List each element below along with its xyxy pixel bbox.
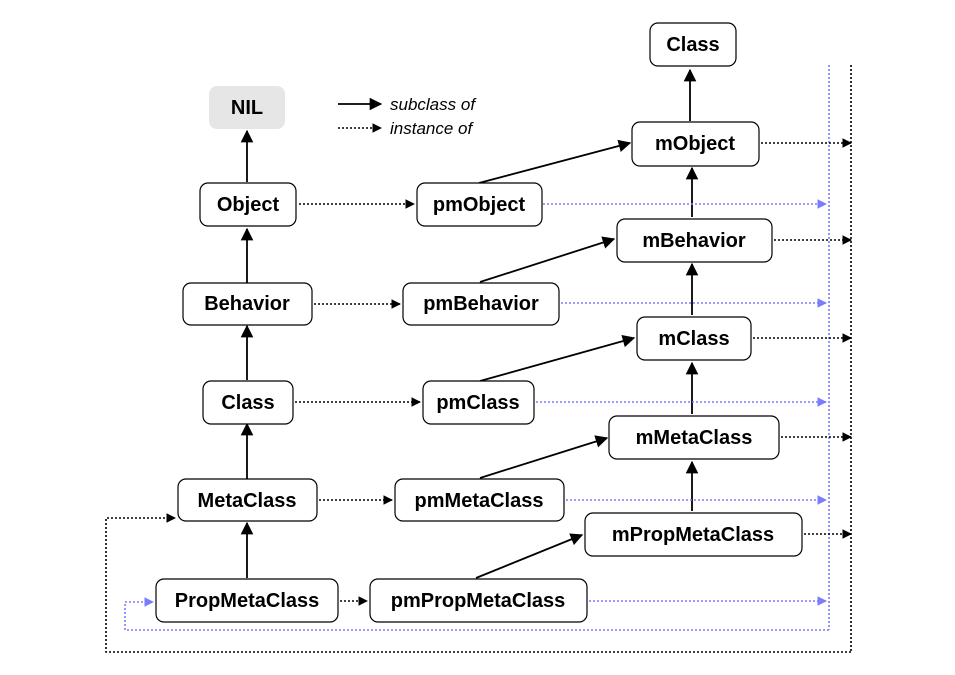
node-behavior: Behavior: [182, 282, 313, 326]
node-pmbehavior-label: pmBehavior: [423, 293, 539, 315]
node-pmbehavior: pmBehavior: [402, 282, 560, 326]
node-mmetaclass: mMetaClass: [608, 415, 780, 460]
node-object-label: Object: [217, 194, 280, 216]
node-class: Class: [202, 380, 294, 425]
node-mclass-label: mClass: [658, 328, 729, 350]
node-nil: NIL: [209, 86, 285, 129]
node-propmetaclass: PropMetaClass: [155, 578, 339, 623]
pmclass-subclass-mclass-arrow: [479, 334, 636, 382]
node-pmpropmetaclass-label: pmPropMetaClass: [391, 590, 566, 612]
node-pmclass: pmClass: [422, 380, 535, 425]
node-mbehavior: mBehavior: [616, 218, 773, 263]
node-metaclass-label: MetaClass: [198, 490, 297, 512]
node-propmetaclass-label: PropMetaClass: [175, 590, 320, 612]
pmmetaclass-subclass-mmetaclass-arrow: [479, 435, 609, 479]
node-pmclass-label: pmClass: [436, 392, 519, 414]
node-pmpropmetaclass: pmPropMetaClass: [369, 578, 588, 623]
node-pmobject: pmObject: [416, 182, 543, 227]
node-mmetaclass-label: mMetaClass: [636, 427, 753, 449]
node-mobject: mObject: [631, 121, 760, 167]
node-object: Object: [199, 182, 297, 227]
node-pmmetaclass: pmMetaClass: [394, 478, 565, 522]
legend-subclass-label: subclass of: [390, 95, 477, 114]
node-mclass: mClass: [636, 316, 752, 361]
node-mobject-label: mObject: [655, 133, 735, 155]
node-nil-label: NIL: [231, 97, 263, 119]
node-mpropmetaclass-label: mPropMetaClass: [612, 524, 774, 546]
node-pmobject-label: pmObject: [433, 194, 526, 216]
node-class-label: Class: [221, 392, 274, 414]
loop-to-propmetaclass: [124, 597, 829, 631]
node-behavior-label: Behavior: [204, 293, 290, 315]
node-pmmetaclass-label: pmMetaClass: [415, 490, 544, 512]
node-mpropmetaclass: mPropMetaClass: [584, 512, 803, 557]
pmbehavior-subclass-mbehavior-arrow: [479, 236, 616, 283]
legend: subclass of instance of: [338, 95, 477, 138]
legend-instance-label: instance of: [390, 119, 474, 138]
node-class-top-label: Class: [666, 34, 719, 56]
loop-to-metaclass: [105, 513, 851, 653]
pmobject-subclass-mobject-arrow: [478, 139, 632, 184]
node-metaclass: MetaClass: [177, 478, 318, 522]
pmpropmetaclass-subclass-mpropmetaclass-arrow: [475, 533, 584, 579]
node-class-top: Class: [649, 22, 737, 67]
node-mbehavior-label: mBehavior: [642, 230, 746, 252]
